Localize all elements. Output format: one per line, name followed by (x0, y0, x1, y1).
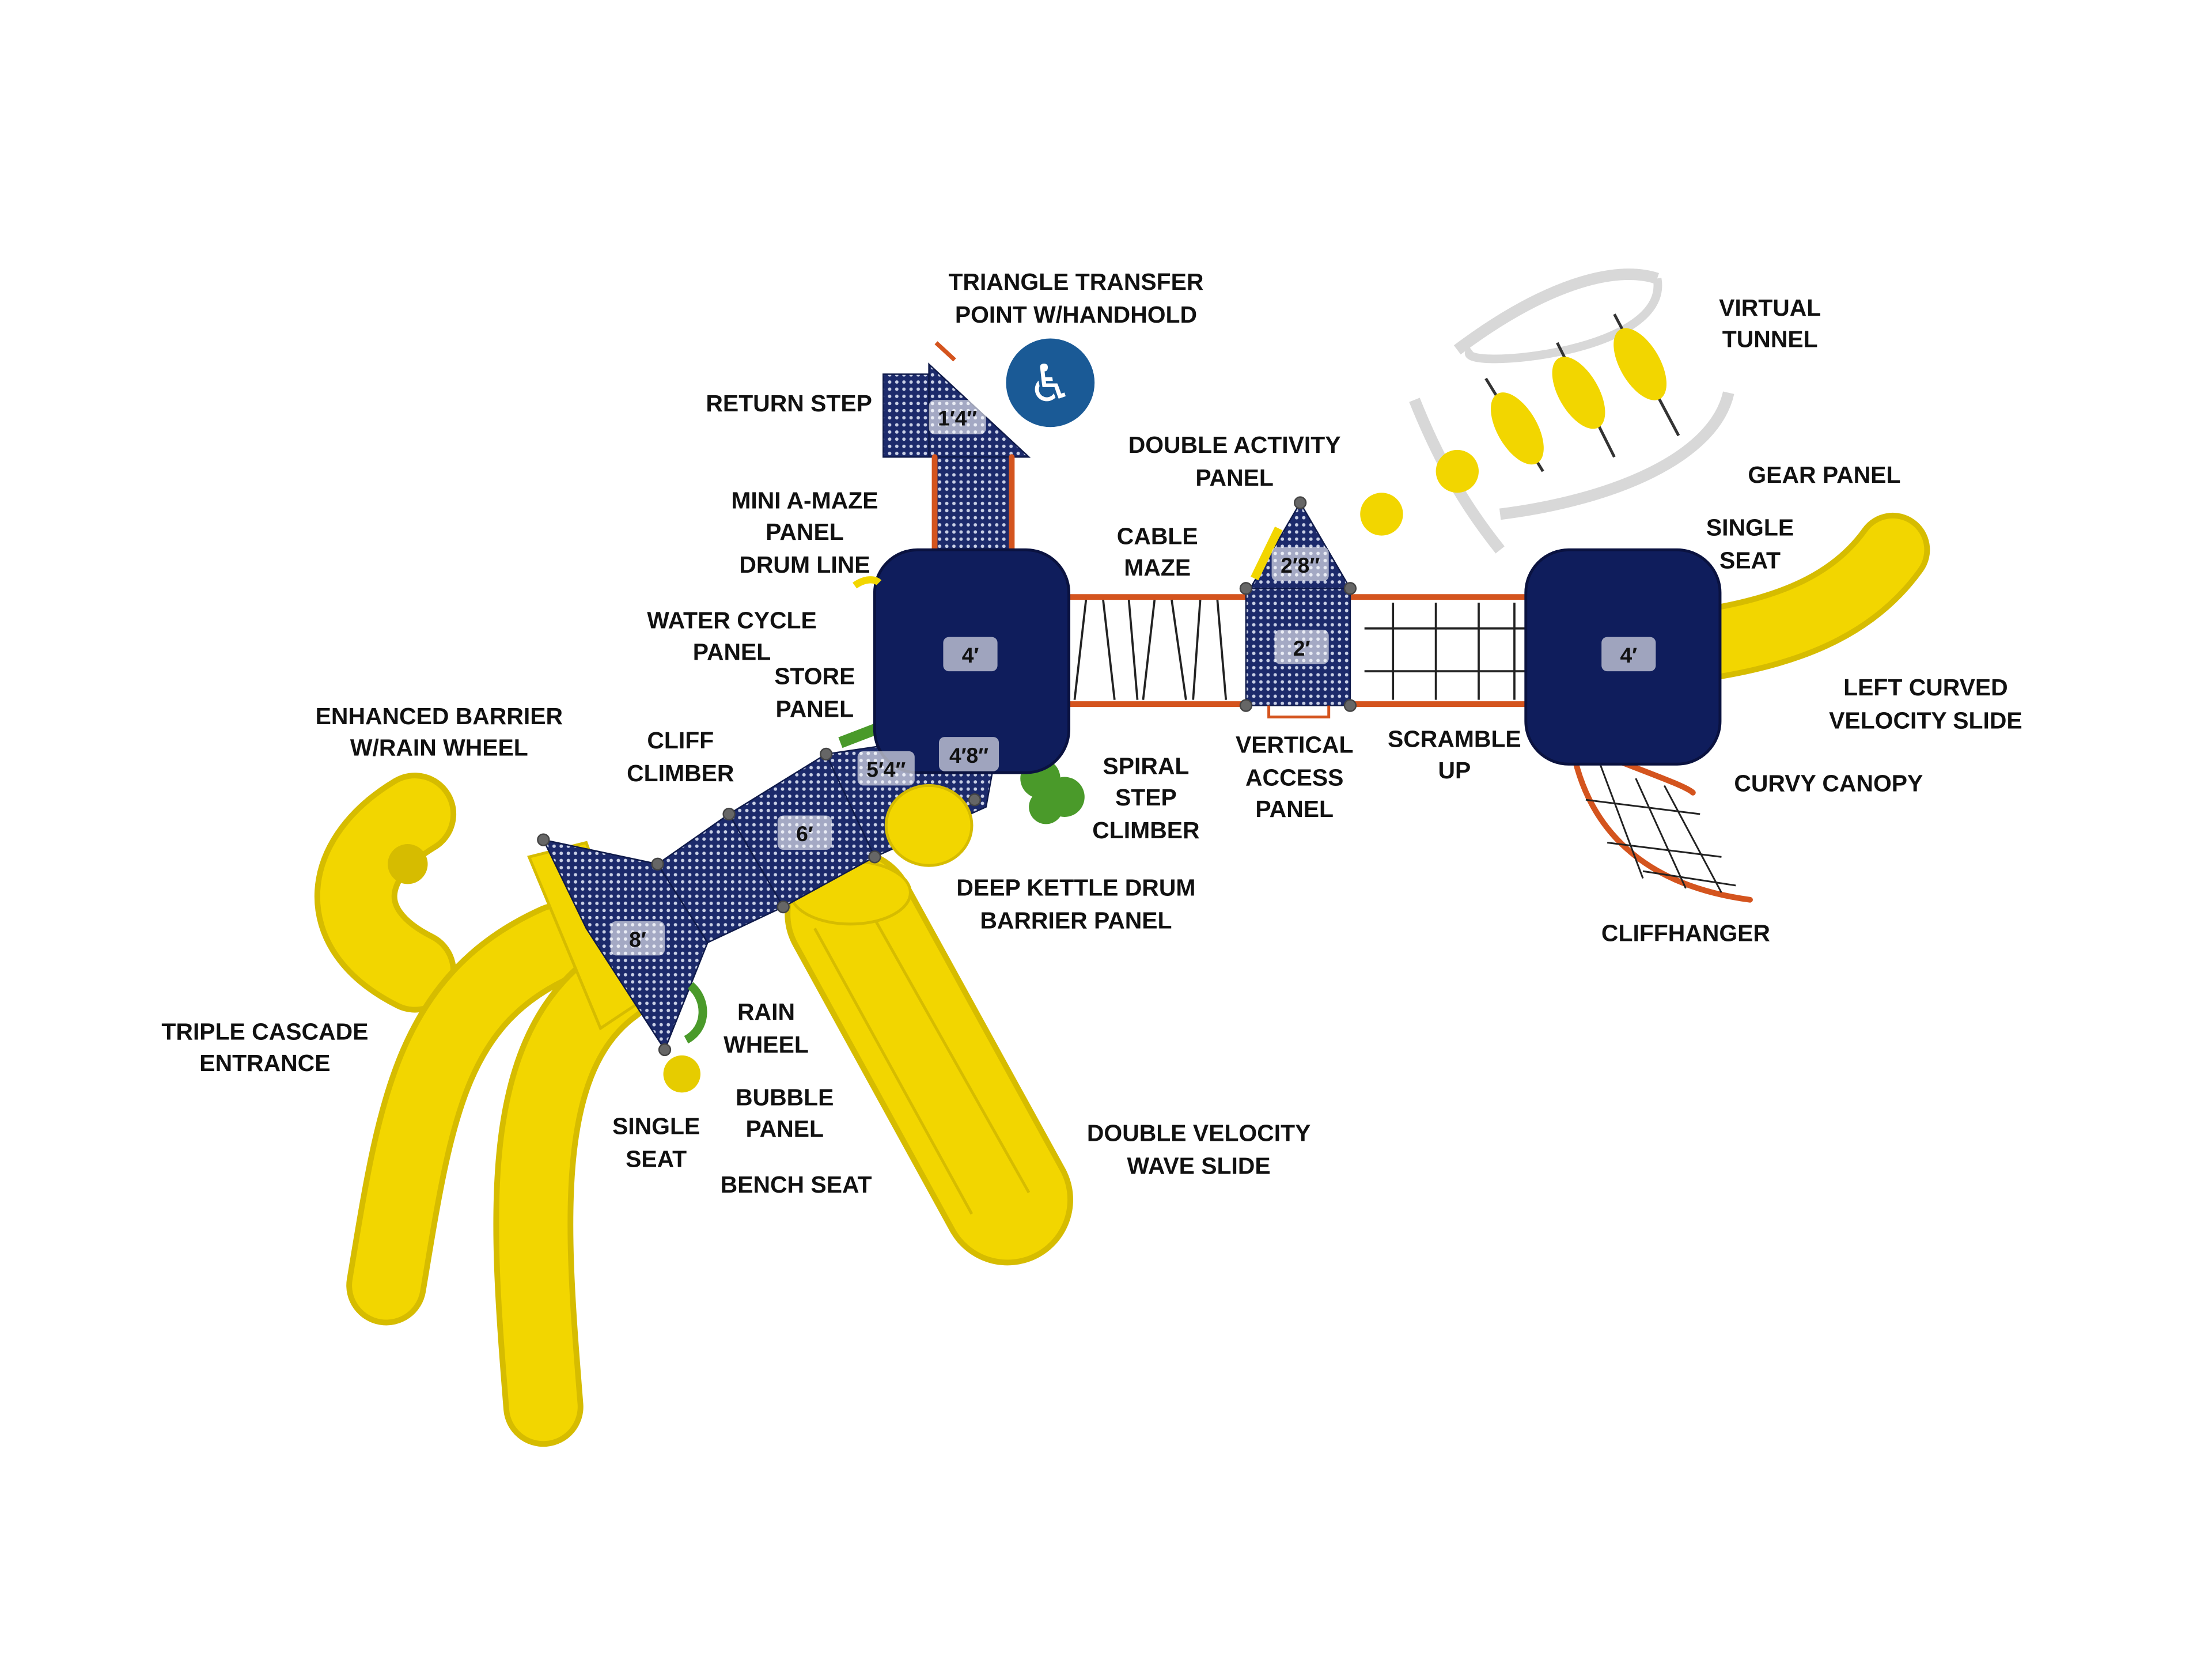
wheelchair-accessibility-icon: ♿ (1027, 354, 1073, 414)
triple-cascade-slides (314, 773, 655, 1447)
svg-text:5′4″: 5′4″ (866, 758, 906, 782)
deck-height-badge: 1′4″ (929, 400, 986, 434)
gear-panel (1360, 493, 1403, 536)
accessibility-badge: ♿ (1006, 338, 1095, 427)
svg-text:4′8″: 4′8″ (949, 743, 988, 767)
virtual-tunnel (1409, 268, 1734, 554)
cliffhanger-net (1569, 740, 1753, 903)
deck-height-badges: 1′4″ 4′ 2′8″ 2′ 4′ 5′4″ 4′8″ 6′ 8′ (610, 400, 1656, 956)
cable-maze-bridge (1062, 594, 1253, 707)
svg-text:2′8″: 2′8″ (1281, 553, 1320, 577)
left-curved-velocity-slide (1677, 512, 1930, 680)
scramble-up-net (1347, 594, 1539, 707)
deck-height-badge: 5′4″ (857, 751, 915, 786)
gear-panel-2 (1435, 449, 1479, 493)
deck-height-badge: 4′ (1601, 637, 1656, 672)
label-return-step: RETURN STEP (706, 390, 872, 417)
label-curvy-canopy: CURVY CANOPY (1734, 770, 1923, 796)
svg-text:2′: 2′ (1293, 636, 1310, 660)
vertical-access-tower (1239, 496, 1357, 718)
deck-height-badge: 4′8″ (938, 737, 999, 771)
double-velocity-wave-slide (785, 848, 1073, 1266)
svg-text:8′: 8′ (629, 928, 646, 952)
single-seat-left (663, 1055, 700, 1093)
deck-height-badge: 6′ (777, 815, 832, 850)
deck-height-badge: 4′ (943, 637, 998, 672)
svg-text:6′: 6′ (796, 822, 813, 846)
label-bench-seat: BENCH SEAT (721, 1171, 872, 1198)
deck-height-badge: 2′ (1274, 630, 1329, 664)
deck-height-badge: 2′8″ (1271, 547, 1329, 581)
svg-text:4′: 4′ (1620, 643, 1637, 667)
deck-height-badge: 8′ (610, 921, 665, 956)
svg-text:1′4″: 1′4″ (938, 406, 977, 430)
label-gear-panel: GEAR PANEL (1748, 461, 1900, 488)
svg-text:4′: 4′ (962, 643, 979, 667)
label-cliffhanger: CLIFFHANGER (1601, 920, 1770, 947)
